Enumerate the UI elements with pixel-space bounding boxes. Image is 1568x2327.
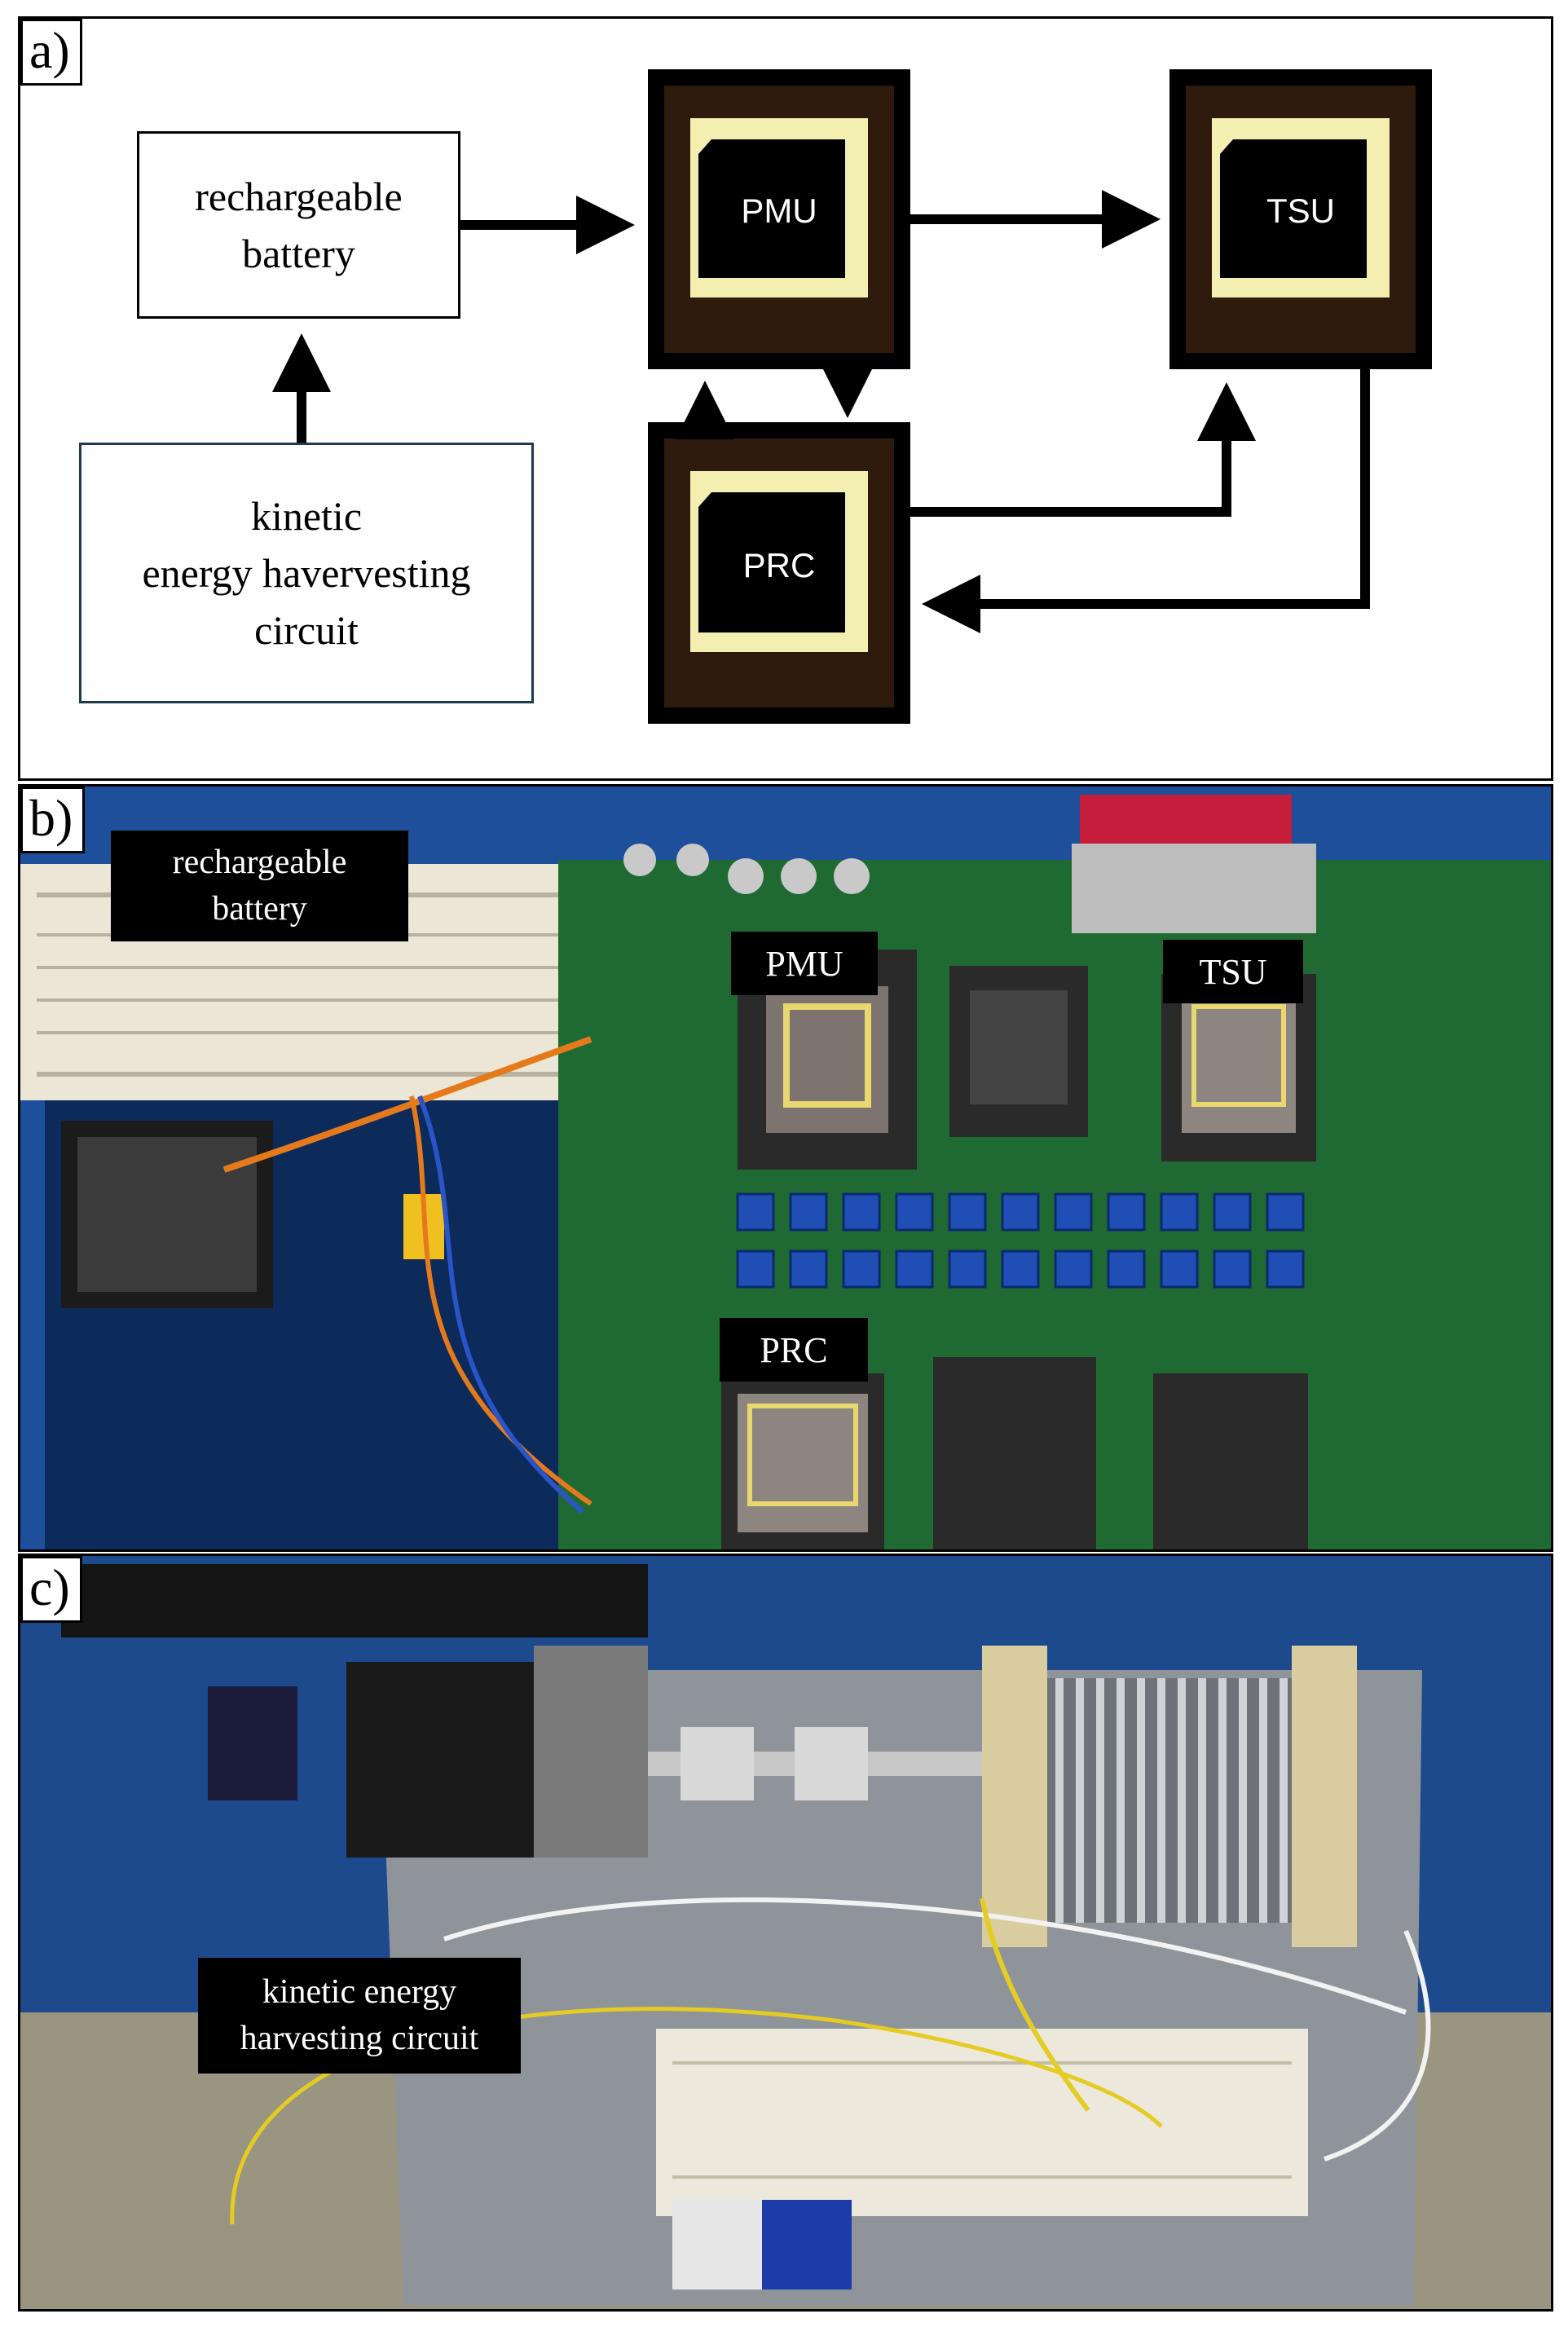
panel-a-letter: a) (20, 19, 82, 86)
panel-b-letter: b) (20, 787, 86, 853)
tsu-chip: TSU (1169, 69, 1432, 369)
harvester-line-2: energy havervesting (142, 550, 471, 596)
harvester-box: kinetic energy havervesting circuit (79, 443, 534, 703)
red-device (1080, 795, 1292, 844)
panel-c-breadboard (656, 2029, 1308, 2216)
dial-array (736, 1192, 1305, 1289)
panel-b-board-photo: b) rechargeable battery PMU TSU PRC (18, 784, 1553, 1552)
block-diagram-svg: PMU TSU PRC (272, 69, 1432, 724)
tsu-label: TSU (1266, 192, 1335, 230)
arrow-prc-to-tsu (910, 382, 1256, 517)
pmu-label: PMU (741, 192, 817, 230)
battery-line-1: rechargeable (195, 174, 403, 219)
panel-a-block-diagram: a) PMU TSU PRC (18, 16, 1553, 781)
ribbon-connector (1072, 844, 1316, 933)
generator-end-left (982, 1646, 1047, 1947)
panel-b-battery-line-1: rechargeable (172, 844, 347, 882)
panel-b-battery-line-2: battery (212, 890, 307, 928)
prc-label: PRC (743, 546, 816, 584)
panel-b-tsu-label: TSU (1163, 940, 1303, 1003)
panel-b-battery-label: rechargeable battery (111, 831, 408, 941)
controller-board (208, 1686, 297, 1800)
generator-fins (1047, 1678, 1292, 1923)
harvester-line-3: circuit (254, 607, 359, 653)
panel-c-letter: c) (20, 1556, 82, 1623)
panel-c-harvester-line-1: kinetic energy (262, 1973, 457, 2012)
battery-line-2: battery (242, 231, 355, 276)
harvester-photo-illustration (20, 1564, 1551, 2309)
arrow-tsu-to-prc (922, 369, 1370, 633)
pmu-chip: PMU (648, 69, 910, 369)
prc-chip: PRC (648, 422, 910, 724)
panel-c-harvester-line-2: harvesting circuit (240, 2020, 479, 2057)
panel-b-prc-label: PRC (720, 1318, 868, 1382)
battery-box: rechargeable battery (137, 131, 460, 319)
generator-end-right (1292, 1646, 1357, 1947)
panel-b-pmu-label: PMU (731, 932, 878, 995)
harvester-line-1: kinetic (250, 493, 363, 539)
power-strip (61, 1564, 648, 1637)
panel-c-harvester-photo: c) kinetic energy harvesting circuit (18, 1554, 1553, 2312)
panel-c-harvester-label: kinetic energy harvesting circuit (198, 1958, 521, 2074)
